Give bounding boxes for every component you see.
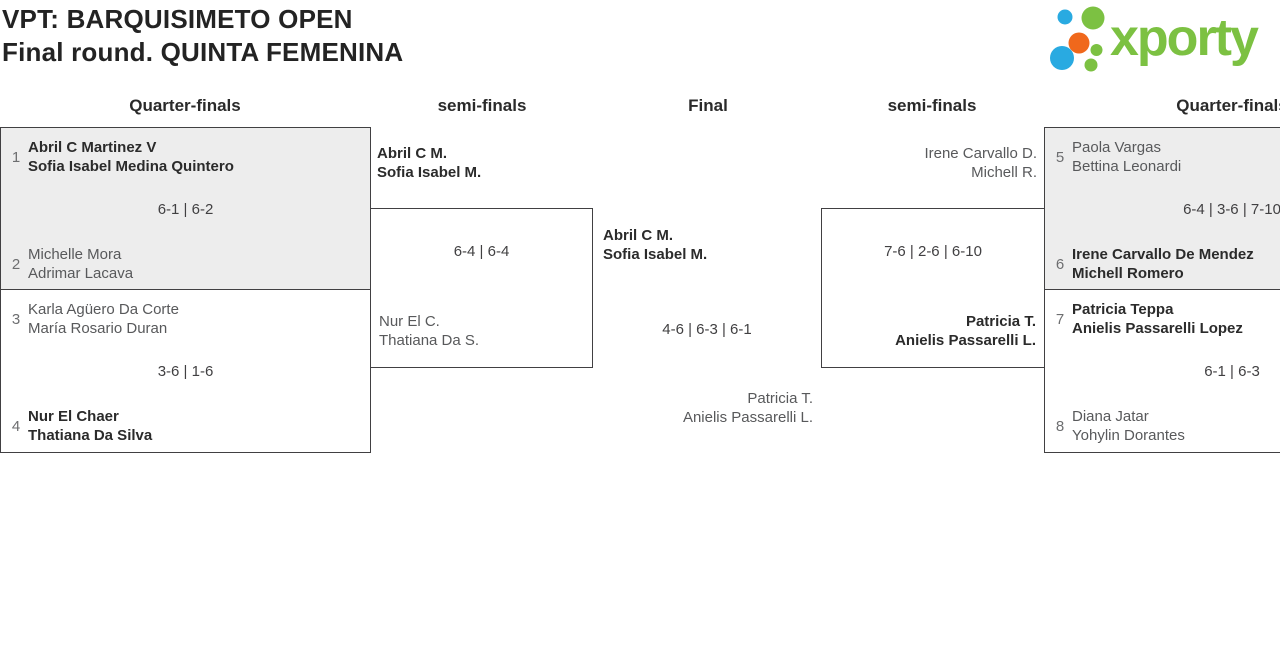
round-header-semifinals-left: semi-finals	[437, 96, 527, 115]
player-name: Patricia T.	[965, 313, 1036, 330]
team-row-winner: Patricia T. Anielis Passarelli L.	[895, 312, 1036, 350]
match-box-sf-right[interactable]: 7-6 | 2-6 | 6-10 Patricia T. Anielis Pas…	[821, 208, 1045, 368]
player-name: Nur El C.	[379, 313, 440, 330]
player-name: Thatiana Da S.	[379, 332, 480, 349]
tournament-title: VPT: BARQUISIMETO OPEN	[2, 4, 353, 34]
round-header-quarterfinals-left: Quarter-finals	[129, 96, 241, 115]
player-name: Anielis Passarelli L.	[895, 332, 1036, 349]
xporty-wordmark: xporty	[1110, 9, 1259, 67]
player-name: Thatiana Da Silva	[28, 427, 153, 444]
match-box-qf-right-top[interactable]: 5 Paola Vargas Bettina Leonardi 6-4 | 3-…	[1044, 127, 1280, 290]
team-row-loser: 8 Diana Jatar Yohylin Dorantes	[1053, 407, 1185, 445]
final-loser-label: Patricia T. Anielis Passarelli L.	[593, 389, 813, 427]
player-name: Adrimar Lacava	[28, 265, 134, 282]
xporty-logo[interactable]: xporty	[1046, 2, 1280, 78]
final-score: 4-6 | 6-3 | 6-1	[662, 321, 752, 338]
player-name: Sofia Isabel Medina Quintero	[28, 158, 234, 175]
seed-number: 2	[11, 255, 21, 273]
sf-right-loser-label: Irene Carvallo D. Michell R.	[737, 144, 1037, 182]
match-score: 7-6 | 2-6 | 6-10	[884, 243, 982, 260]
team-row-loser: 5 Paola Vargas Bettina Leonardi	[1053, 138, 1181, 176]
match-box-qf-left-top[interactable]: 1 Abril C Martinez V Sofia Isabel Medina…	[0, 127, 371, 290]
team-row-winner: 4 Nur El Chaer Thatiana Da Silva	[9, 407, 152, 445]
player-name: Sofia Isabel M.	[377, 164, 482, 181]
player-name: Michell R.	[971, 164, 1037, 181]
round-header-final: Final	[688, 96, 728, 115]
match-box-sf-left[interactable]: 6-4 | 6-4 Nur El C. Thatiana Da S.	[370, 208, 593, 368]
round-subtitle: Final round. QUINTA FEMENINA	[2, 37, 404, 67]
xporty-dots-icon	[1050, 6, 1105, 72]
player-name: Patricia Teppa	[1072, 301, 1174, 318]
player-name: Abril C M.	[377, 145, 447, 162]
player-name: Abril C Martinez V	[28, 139, 157, 156]
round-header-quarterfinals-right: Quarter-finals	[1176, 96, 1280, 115]
player-name: Irene Carvallo D.	[924, 145, 1037, 162]
match-box-qf-left-bottom[interactable]: 3 Karla Agüero Da Corte María Rosario Du…	[0, 289, 371, 453]
seed-number: 1	[11, 148, 21, 166]
seed-number: 3	[11, 310, 21, 328]
player-name: Abril C M.	[603, 227, 673, 244]
player-name: Diana Jatar	[1072, 408, 1149, 425]
player-name: Yohylin Dorantes	[1072, 427, 1185, 444]
round-header-semifinals-right: semi-finals	[887, 96, 977, 115]
team-row-winner: 1 Abril C Martinez V Sofia Isabel Medina…	[9, 138, 234, 176]
match-score: 6-4 | 6-4	[453, 243, 510, 260]
player-name: Karla Agüero Da Corte	[28, 301, 179, 318]
player-name: Paola Vargas	[1072, 139, 1161, 156]
player-name: Patricia T.	[747, 390, 813, 407]
player-name: María Rosario Duran	[28, 320, 168, 337]
match-score: 6-1 | 6-2	[157, 201, 214, 218]
seed-number: 8	[1055, 417, 1065, 435]
player-name: Michell Romero	[1072, 265, 1184, 282]
seed-number: 5	[1055, 148, 1065, 166]
team-row-winner: 7 Patricia Teppa Anielis Passarelli Lope…	[1053, 300, 1243, 338]
sf-left-winner-label: Abril C M. Sofia Isabel M.	[377, 144, 481, 182]
player-name: Nur El Chaer	[28, 408, 119, 425]
match-score: 3-6 | 1-6	[157, 363, 214, 380]
match-score: 6-1 | 6-3	[1204, 363, 1260, 380]
seed-number: 4	[11, 417, 21, 435]
team-row-loser: 2 Michelle Mora Adrimar Lacava	[9, 245, 133, 283]
player-name: Bettina Leonardi	[1072, 158, 1182, 175]
team-row-loser: Nur El C. Thatiana Da S.	[379, 312, 479, 350]
player-name: Anielis Passarelli Lopez	[1072, 320, 1243, 337]
seed-number: 7	[1055, 310, 1065, 328]
player-name: Sofia Isabel M.	[603, 246, 708, 263]
match-box-qf-right-bottom[interactable]: 7 Patricia Teppa Anielis Passarelli Lope…	[1044, 289, 1280, 453]
seed-number: 6	[1055, 255, 1065, 273]
player-name: Anielis Passarelli L.	[682, 409, 813, 426]
match-score: 6-4 | 3-6 | 7-10	[1183, 201, 1280, 218]
team-row-loser: 3 Karla Agüero Da Corte María Rosario Du…	[9, 300, 179, 338]
player-name: Irene Carvallo De Mendez	[1072, 246, 1254, 263]
team-row-winner: 6 Irene Carvallo De Mendez Michell Romer…	[1053, 245, 1254, 283]
final-winner-label: Abril C M. Sofia Isabel M.	[603, 226, 707, 264]
player-name: Michelle Mora	[28, 246, 122, 263]
